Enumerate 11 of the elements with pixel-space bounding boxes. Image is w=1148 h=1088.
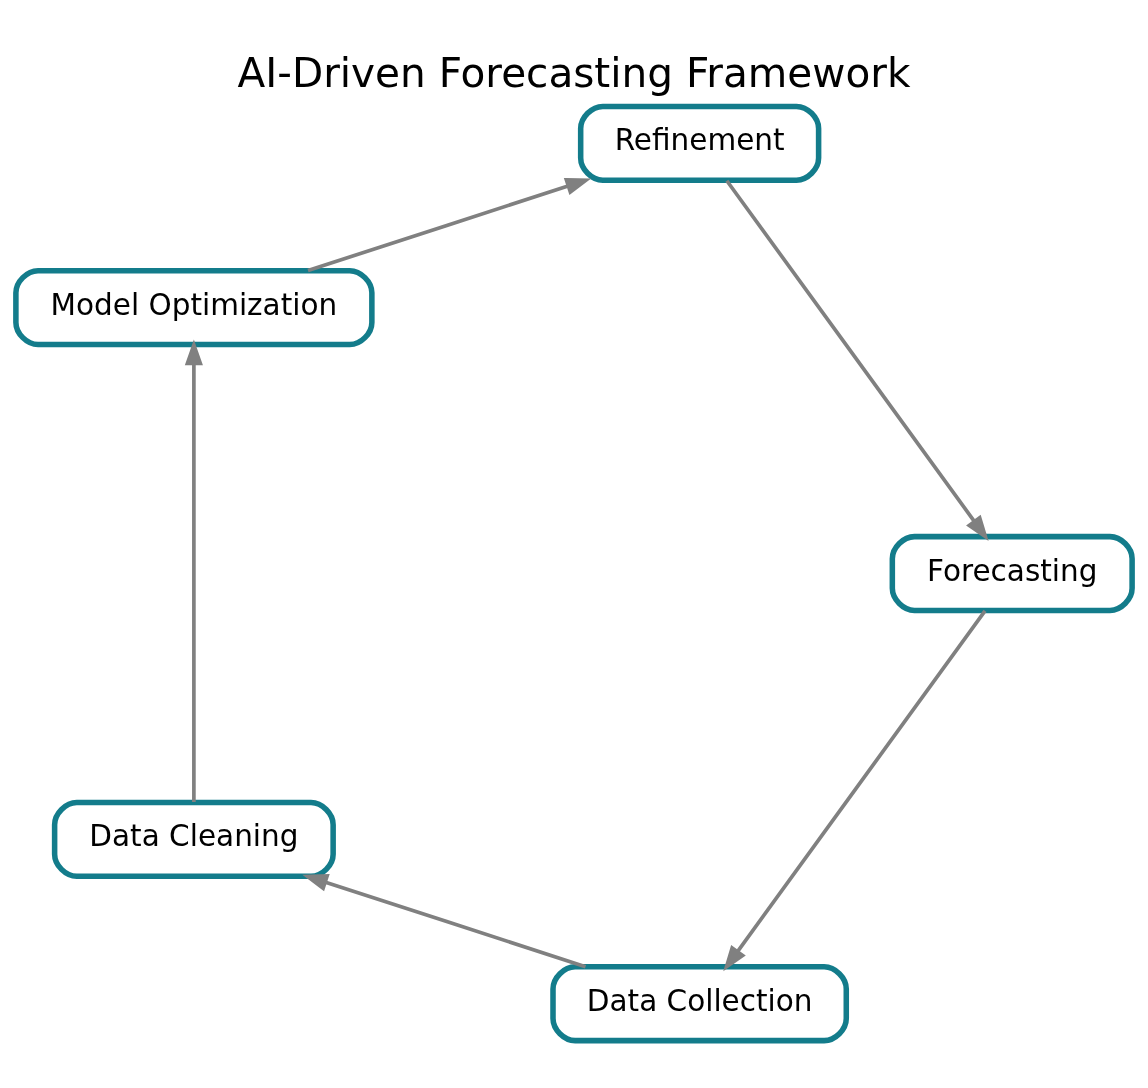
arrow	[302, 874, 587, 969]
arrow	[307, 177, 592, 273]
diagram-title: AI-Driven Forecasting Framework	[237, 49, 911, 98]
arrow	[725, 179, 989, 541]
node-box: Data Cleaning	[51, 799, 336, 880]
arrow	[184, 339, 203, 802]
node-box: Data Collection	[550, 964, 850, 1044]
node-box: Model Optimization	[13, 267, 375, 348]
arrow	[723, 609, 987, 972]
node-box: Refinement	[577, 103, 822, 183]
node-box: Forecasting	[889, 533, 1135, 614]
